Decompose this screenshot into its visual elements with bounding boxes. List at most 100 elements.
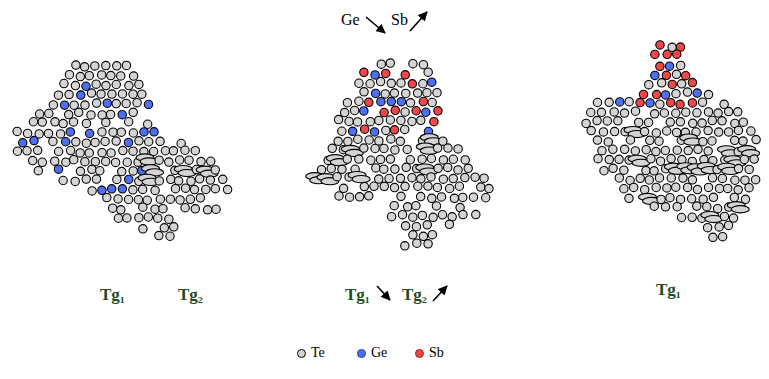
atom <box>724 107 732 115</box>
legend-swatch <box>357 349 366 358</box>
atom <box>143 120 151 128</box>
atom <box>661 91 669 99</box>
atom <box>385 174 393 182</box>
atom <box>372 164 380 172</box>
atom <box>734 126 742 134</box>
atom <box>620 145 628 153</box>
atom <box>437 193 445 201</box>
atom <box>65 90 73 98</box>
atom <box>176 196 184 204</box>
atom <box>112 99 120 107</box>
atom <box>139 225 147 233</box>
atom <box>676 100 684 108</box>
atom <box>64 110 72 118</box>
atom <box>616 98 624 106</box>
atom <box>360 144 368 152</box>
atom <box>338 127 346 135</box>
atom <box>380 144 388 152</box>
atom <box>450 194 458 202</box>
atom <box>469 193 477 201</box>
atom <box>365 192 373 200</box>
atom <box>419 97 427 105</box>
atom <box>610 127 618 135</box>
atom <box>615 174 623 182</box>
atom <box>45 109 53 117</box>
atom <box>118 90 126 98</box>
atom <box>708 137 716 145</box>
atom <box>636 98 644 106</box>
atom <box>82 139 90 147</box>
atom <box>69 118 77 126</box>
atom <box>587 126 595 134</box>
atom <box>112 137 120 145</box>
atom <box>211 166 219 174</box>
atom <box>434 107 442 115</box>
atom <box>390 89 398 97</box>
atom <box>327 164 335 172</box>
atom <box>118 185 126 193</box>
atom <box>684 146 692 154</box>
atom <box>191 146 199 154</box>
atom <box>730 136 738 144</box>
atom <box>646 136 654 144</box>
atom <box>156 195 164 203</box>
atom <box>124 118 132 126</box>
atom <box>70 156 78 164</box>
te-chain <box>731 206 749 213</box>
atom <box>166 232 174 240</box>
atom <box>655 174 663 182</box>
atom <box>71 177 79 185</box>
atom <box>734 186 742 194</box>
atom <box>605 155 613 163</box>
atom <box>433 144 441 152</box>
atom <box>76 167 84 175</box>
atom <box>186 195 194 203</box>
atom <box>587 108 595 116</box>
atom <box>651 50 659 58</box>
atom <box>439 175 447 183</box>
atom <box>698 98 706 106</box>
atom <box>82 175 90 183</box>
atom <box>88 165 96 173</box>
atom <box>620 185 628 193</box>
atom <box>360 107 368 115</box>
atom <box>662 127 670 135</box>
atom <box>197 157 205 165</box>
atom <box>119 146 127 154</box>
atom <box>56 130 64 138</box>
atom <box>113 62 121 70</box>
atom <box>734 164 742 172</box>
atom <box>665 62 673 70</box>
atom <box>195 175 203 183</box>
atom <box>402 89 410 97</box>
legend-item: Te <box>297 345 325 361</box>
atom <box>135 214 143 222</box>
atom <box>604 138 612 146</box>
atom <box>376 77 384 85</box>
atom <box>107 149 115 157</box>
atom <box>610 108 618 116</box>
atom <box>102 81 110 89</box>
atom <box>418 155 426 163</box>
atom <box>416 192 424 200</box>
atom <box>408 80 416 88</box>
atom <box>112 80 120 88</box>
atom <box>161 147 169 155</box>
atom <box>673 203 681 211</box>
atom <box>615 155 623 163</box>
atom <box>54 165 62 173</box>
atom <box>593 98 601 106</box>
atom <box>345 117 353 125</box>
atom <box>419 61 427 69</box>
atom <box>397 79 405 87</box>
atom <box>401 71 409 79</box>
atom <box>97 90 105 98</box>
atom <box>477 183 485 191</box>
atom <box>396 137 404 145</box>
atom <box>129 129 137 137</box>
atom <box>593 136 601 144</box>
atom <box>662 71 670 79</box>
atom <box>360 68 368 76</box>
atom <box>175 156 183 164</box>
atom <box>111 158 119 166</box>
